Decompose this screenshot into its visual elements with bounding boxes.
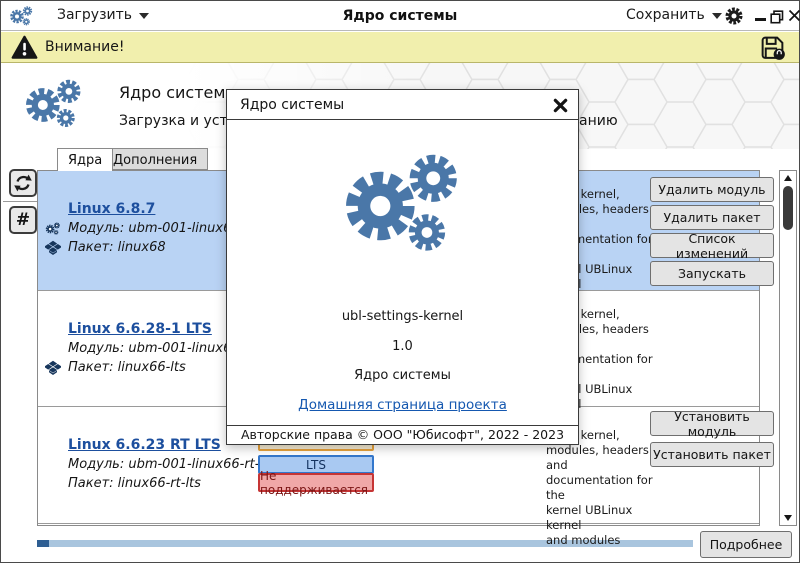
copyright-text: Авторские права © ООО "Юбисофт", 2022 - … xyxy=(240,427,565,442)
warning-triangle-icon xyxy=(11,35,38,60)
package-icon xyxy=(45,240,61,256)
homepage-link[interactable]: Домашняя страница проекта xyxy=(298,397,507,413)
close-icon xyxy=(788,9,800,21)
about-dialog: Ядро системы ubl-settings-kernel 1.0 Ядр… xyxy=(226,89,579,445)
module-icon xyxy=(45,221,61,237)
kernel-description: Linux kernel, modules, headers and docum… xyxy=(546,428,653,547)
maximize-button[interactable] xyxy=(770,10,784,24)
page-title: Ядро системы xyxy=(119,83,239,102)
scroll-thumb[interactable] xyxy=(783,186,793,230)
install-package-button[interactable]: Установить пакет xyxy=(650,442,774,467)
dialog-close-button[interactable] xyxy=(553,98,568,113)
refresh-icon xyxy=(14,174,32,192)
hash-button[interactable]: # xyxy=(9,206,37,234)
page-subtitle-right: анию xyxy=(579,113,618,129)
package-icon xyxy=(45,360,61,376)
dialog-title: Ядро системы xyxy=(240,97,345,113)
app-version: 1.0 xyxy=(392,339,413,354)
minimize-icon xyxy=(754,17,766,21)
hash-label: # xyxy=(15,210,31,230)
load-menu-button[interactable]: Загрузить xyxy=(57,7,150,23)
app-name: ubl-settings-kernel xyxy=(341,309,464,324)
header-gears-icon xyxy=(23,74,85,136)
package-label: Пакет: linux68 xyxy=(68,240,166,255)
kernel-name-link[interactable]: Linux 6.6.23 RT LTS xyxy=(68,437,221,453)
warning-bar: Внимание! xyxy=(1,32,799,63)
caret-down-icon xyxy=(139,13,150,19)
warning-text: Внимание! xyxy=(45,39,125,55)
changelog-button[interactable]: Список изменений xyxy=(650,231,774,261)
scrollbar-track[interactable] xyxy=(779,170,797,526)
page-subtitle-left: Загрузка и уста xyxy=(119,113,237,129)
kernel-name-link[interactable]: Linux 6.8.7 xyxy=(68,201,156,217)
scroll-up-button[interactable] xyxy=(784,175,792,181)
package-label: Пакет: linux66-lts xyxy=(68,360,186,375)
restore-icon xyxy=(770,10,784,24)
tab-kernels[interactable]: Ядра xyxy=(57,148,114,171)
progress-bar xyxy=(37,540,693,547)
badge-unsupported: Не поддерживается xyxy=(258,469,374,497)
kernel-name-link[interactable]: Linux 6.6.28-1 LTS xyxy=(68,321,212,337)
minimize-button[interactable] xyxy=(753,10,767,24)
settings-gear-button[interactable] xyxy=(724,6,744,26)
tab-addons[interactable]: Дополнения xyxy=(102,148,209,170)
boot-button[interactable]: Запускать xyxy=(650,261,774,286)
details-button[interactable]: Подробнее xyxy=(700,531,792,558)
refresh-button[interactable] xyxy=(9,169,37,197)
close-button[interactable] xyxy=(787,8,800,22)
package-label: Пакет: linux66-rt-lts xyxy=(68,476,201,491)
install-module-button[interactable]: Установить модуль xyxy=(650,409,774,439)
dialog-body: ubl-settings-kernel 1.0 Ядро системы Дом… xyxy=(227,121,578,442)
caret-down-icon xyxy=(711,13,722,19)
dialog-titlebar: Ядро системы xyxy=(227,90,578,120)
save-menu-button[interactable]: Сохранить xyxy=(626,7,722,23)
side-separator xyxy=(3,201,40,202)
save-menu-label: Сохранить xyxy=(626,7,705,23)
close-icon xyxy=(553,98,568,113)
window-title: Ядро системы xyxy=(342,8,458,24)
load-menu-label: Загрузить xyxy=(57,7,133,23)
app-description: Ядро системы xyxy=(354,368,451,383)
dialog-gears-icon xyxy=(340,143,466,269)
progress-fill xyxy=(37,540,49,547)
module-label: Модуль: ubm-001-linux66-rt-lts xyxy=(68,457,275,472)
module-label: Модуль: ubm-001-linux68 xyxy=(68,221,240,236)
window-titlebar: Загрузить Ядро системы Сохранить xyxy=(1,1,800,31)
module-label: Модуль: ubm-001-linux66-lts xyxy=(68,341,260,356)
save-lock-icon[interactable] xyxy=(759,34,786,61)
scroll-down-button[interactable] xyxy=(784,515,792,521)
remove-module-button[interactable]: Удалить модуль xyxy=(650,177,774,202)
remove-package-button[interactable]: Удалить пакет xyxy=(650,205,774,230)
